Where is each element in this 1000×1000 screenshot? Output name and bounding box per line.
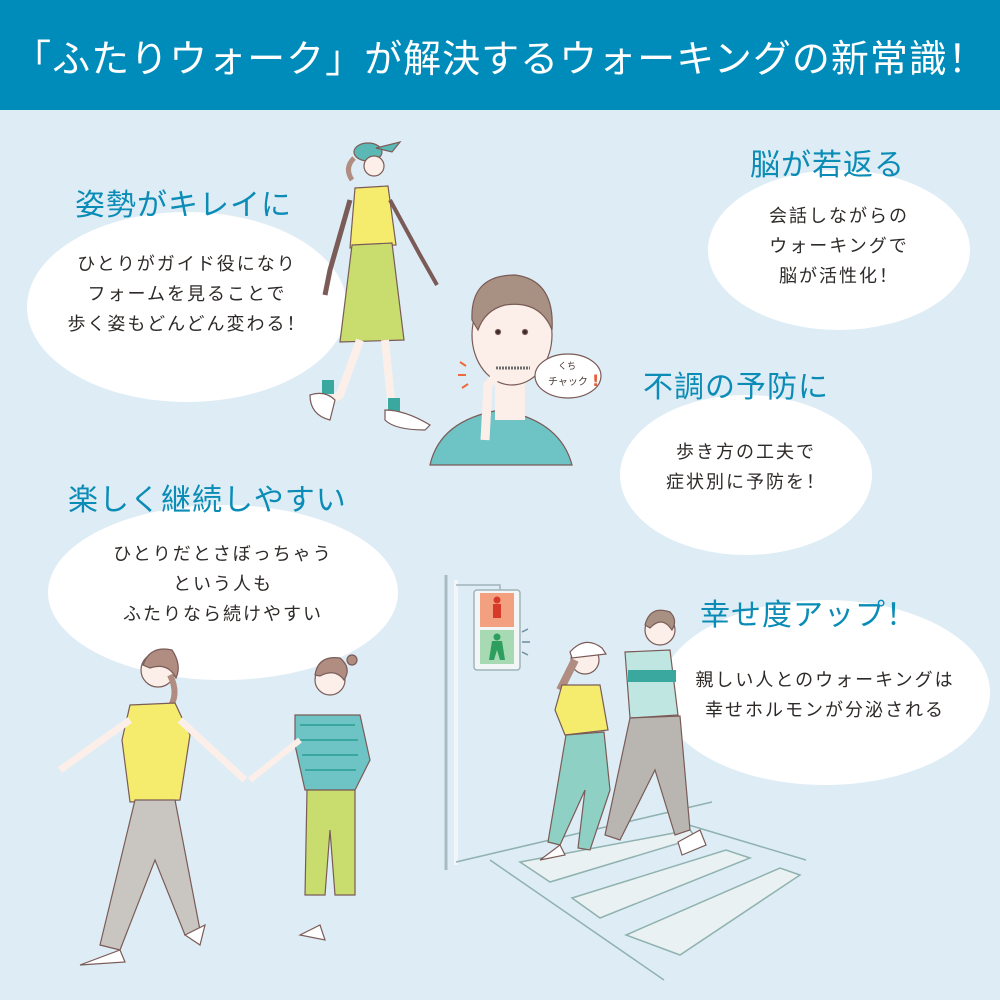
text-posture-line-1: ひとりがガイド役になり (77, 254, 297, 275)
couple-walking-illustration (539, 609, 707, 861)
crosswalk-illustration (455, 801, 807, 981)
man-zipper-mouth-illustration (429, 274, 602, 466)
heading-posture: 姿勢がキレイに (75, 188, 292, 223)
zipper-bubble-exclaim: ! (592, 371, 599, 390)
text-continue-line-2: という人も (173, 574, 273, 595)
bubble-posture (27, 212, 347, 402)
text-posture-line-2: フォームを見ることで (87, 284, 287, 305)
text-prevention-line-1: 歩き方の工夫で (676, 442, 816, 463)
heading-continue: 楽しく継続しやすい (68, 483, 347, 518)
two-women-holding-hands-illustration (57, 648, 371, 966)
heading-brain: 脳が若返る (750, 148, 905, 183)
bubble-continue (48, 505, 398, 680)
traffic-light-illustration (444, 575, 530, 870)
walking-woman-illustration (309, 140, 439, 431)
text-posture-line-3: 歩く姿もどんどん変わる！ (67, 314, 307, 335)
zipper-bubble-text-2: チャック (548, 376, 588, 388)
text-continue-line-1: ひとりだとさぼっちゃう (113, 544, 333, 565)
text-brain: 会話しながらの ウォーキングで 脳が活性化！ (708, 202, 970, 292)
text-happiness-line-1: 親しい人とのウォーキングは (695, 670, 955, 691)
text-happiness: 親しい人とのウォーキングは 幸せホルモンが分泌される (660, 666, 990, 726)
text-brain-line-1: 会話しながらの (769, 206, 909, 227)
bubble-happiness (660, 600, 990, 785)
text-brain-line-2: ウォーキングで (769, 236, 909, 257)
text-continue: ひとりだとさぼっちゃう という人も ふたりなら続けやすい (48, 540, 398, 630)
heading-happiness: 幸せ度アップ！ (700, 598, 917, 633)
heading-prevention: 不調の予防に (643, 370, 829, 405)
page-title: 「ふたりウォーク」が解決するウォーキングの新常識！ (13, 36, 987, 81)
zipper-bubble-text-1: くち (558, 361, 576, 372)
text-brain-line-3: 脳が活性化！ (779, 266, 899, 287)
text-prevention-line-2: 症状別に予防を！ (666, 472, 826, 493)
text-happiness-line-2: 幸せホルモンが分泌される (705, 700, 945, 721)
bubble-brain (708, 170, 970, 330)
text-posture: ひとりがガイド役になり フォームを見ることで 歩く姿もどんどん変わる！ (48, 250, 326, 340)
text-prevention: 歩き方の工夫で 症状別に予防を！ (620, 438, 872, 498)
text-continue-line-3: ふたりなら続けやすい (123, 604, 323, 625)
bubble-prevention (620, 395, 872, 555)
header-banner: 「ふたりウォーク」が解決するウォーキングの新常識！ (0, 0, 1000, 110)
